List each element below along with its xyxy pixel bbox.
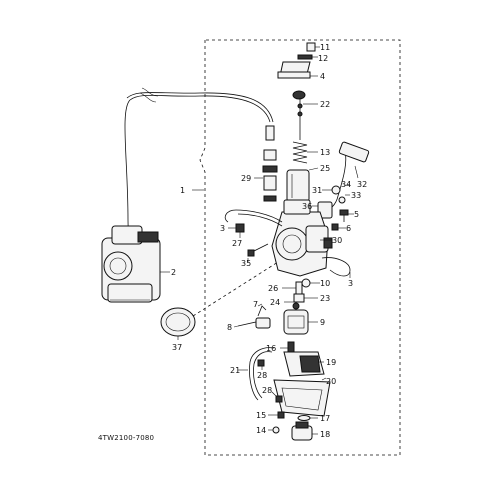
callout-11: 11 [320,43,330,52]
washer-10 [301,278,311,288]
callout-14: 14 [256,426,266,435]
screw-5 [339,209,349,216]
assembly-boundary [199,39,401,456]
leader-34 [343,183,351,187]
overflow-hose-left [224,209,283,223]
callout-13: 13 [320,148,330,157]
screw-14 [272,426,280,434]
throttle-valve [286,169,310,203]
callout-20: 20 [326,377,336,386]
callout-31: 31 [312,186,322,195]
hose-clip-28a [257,359,265,367]
callout-19: 19 [326,358,336,367]
starter-plunger [317,201,333,219]
callout-29: 29 [241,174,251,183]
callout-7: 7 [253,300,258,309]
callout-36: 36 [302,202,312,211]
callout-23: 23 [320,294,330,303]
assembly-number-label: 1 [180,186,185,195]
leader-7 [257,303,263,307]
main-jet-23 [293,293,305,303]
choke-wire-2 [139,92,157,103]
callout-25: 25 [320,164,330,173]
callout-12: 12 [318,54,328,63]
starter-nut [331,185,341,195]
callout-28a: 28 [257,371,267,380]
cable-adjuster [262,125,278,202]
callout-26: 26 [268,284,278,293]
leader-28b [271,391,277,397]
top-cap [277,42,316,79]
leader-8 [233,325,239,328]
o-ring-17 [297,415,311,421]
callout-8: 8 [227,323,232,332]
callout-21: 21 [230,366,240,375]
pilot-air-screw [251,243,269,253]
carburetor-assembly [101,225,161,303]
throttle-cable [124,94,271,243]
drain-hose [249,347,275,401]
needle-valve [287,341,295,353]
callout-3-right: 3 [348,279,353,288]
callout-27: 27 [232,239,242,248]
leader-25 [308,167,319,171]
choke-wire [141,87,159,97]
callout-15: 15 [256,411,266,420]
throttle-stop [255,317,271,329]
leader-37-dash [192,261,279,317]
float-bowl [273,351,331,417]
callout-37: 37 [172,343,182,352]
callout-6: 6 [346,224,351,233]
drawing-code: 4TW2100-7080 [98,434,154,442]
screw-6 [331,223,339,231]
carburetor-body [271,199,333,277]
callout-4: 4 [320,72,325,81]
callout-5: 5 [354,210,359,219]
callout-2: 2 [171,268,176,277]
callout-35: 35 [241,259,251,268]
callout-28b: 28 [262,386,272,395]
throttle-spring [292,141,308,164]
leader-32 [354,165,359,179]
callout-16: 16 [266,344,276,353]
needle-clip [292,90,306,100]
overflow-hose-right [321,257,351,277]
callout-10: 10 [320,279,330,288]
callout-30: 30 [332,236,342,245]
callout-34: 34 [341,180,351,189]
hose-clip-27 [235,223,245,233]
throttle-cable-outer [126,92,274,123]
callout-33: 33 [351,191,361,200]
hose-clip-28b [275,395,283,403]
leader-20 [321,377,327,381]
callout-32: 32 [357,180,367,189]
callout-17: 17 [320,414,330,423]
drain-screw-15 [277,411,285,419]
starter-cap [338,141,370,163]
callout-9: 9 [320,318,325,327]
callout-3-left: 3 [220,224,225,233]
throttle-stop-bracket [257,305,267,317]
callout-24: 24 [270,298,280,307]
throttle-stop-screw [237,321,257,327]
float [283,302,309,335]
callout-22: 22 [320,100,330,109]
callout-18: 18 [320,430,330,439]
